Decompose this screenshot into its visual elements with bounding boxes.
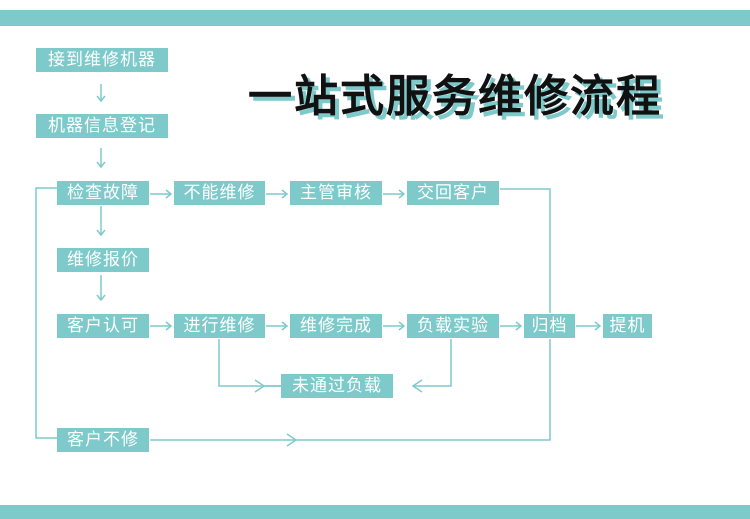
node-return-customer: 交回客户 (407, 181, 499, 205)
arrowhead-review-return (398, 189, 406, 199)
node-supervisor-review: 主管审核 (290, 181, 382, 205)
arrowhead-load-archive (515, 321, 523, 331)
top-band (0, 10, 750, 26)
arrowhead-repair-done (281, 321, 289, 331)
line-load-fail-right (413, 339, 452, 387)
node-load-test: 负载实验 (407, 314, 499, 338)
arrowhead-decline-archive (286, 433, 298, 447)
arrowhead-done-load (398, 321, 406, 331)
node-repair: 进行维修 (174, 314, 265, 338)
node-load-fail: 未通过负载 (281, 374, 393, 398)
arrowhead-inspect-cannot (165, 189, 173, 199)
node-archive: 归档 (524, 314, 575, 338)
arrowhead-inspect-quote (96, 229, 106, 237)
diagram-title: 一站式服务维修流程 (248, 71, 662, 122)
arrowhead-receive-register (96, 95, 106, 103)
arrowhead-load-fail-right (411, 379, 423, 393)
node-receive: 接到维修机器 (36, 48, 168, 72)
line-decline-archive (150, 339, 551, 441)
node-cannot-repair: 不能维修 (174, 181, 265, 205)
arrowhead-approve-repair (165, 321, 173, 331)
node-register: 机器信息登记 (36, 114, 168, 138)
arrowhead-cannot-review (281, 189, 289, 199)
node-customer-decline: 客户不修 (57, 428, 149, 452)
arrowhead-register-inspect (96, 161, 106, 169)
line-inspect-decline (35, 187, 57, 439)
node-quote: 维修报价 (57, 248, 149, 272)
arrowhead-archive-pickup (594, 321, 602, 331)
node-pickup: 提机 (603, 314, 652, 338)
line-return-archive (500, 188, 551, 313)
line-load-fail-left (218, 339, 281, 387)
arrowhead-quote-approve (96, 294, 106, 302)
bottom-band (0, 505, 750, 519)
node-inspect: 检查故障 (57, 181, 149, 205)
node-repair-done: 维修完成 (290, 314, 382, 338)
node-customer-approve: 客户认可 (57, 314, 149, 338)
